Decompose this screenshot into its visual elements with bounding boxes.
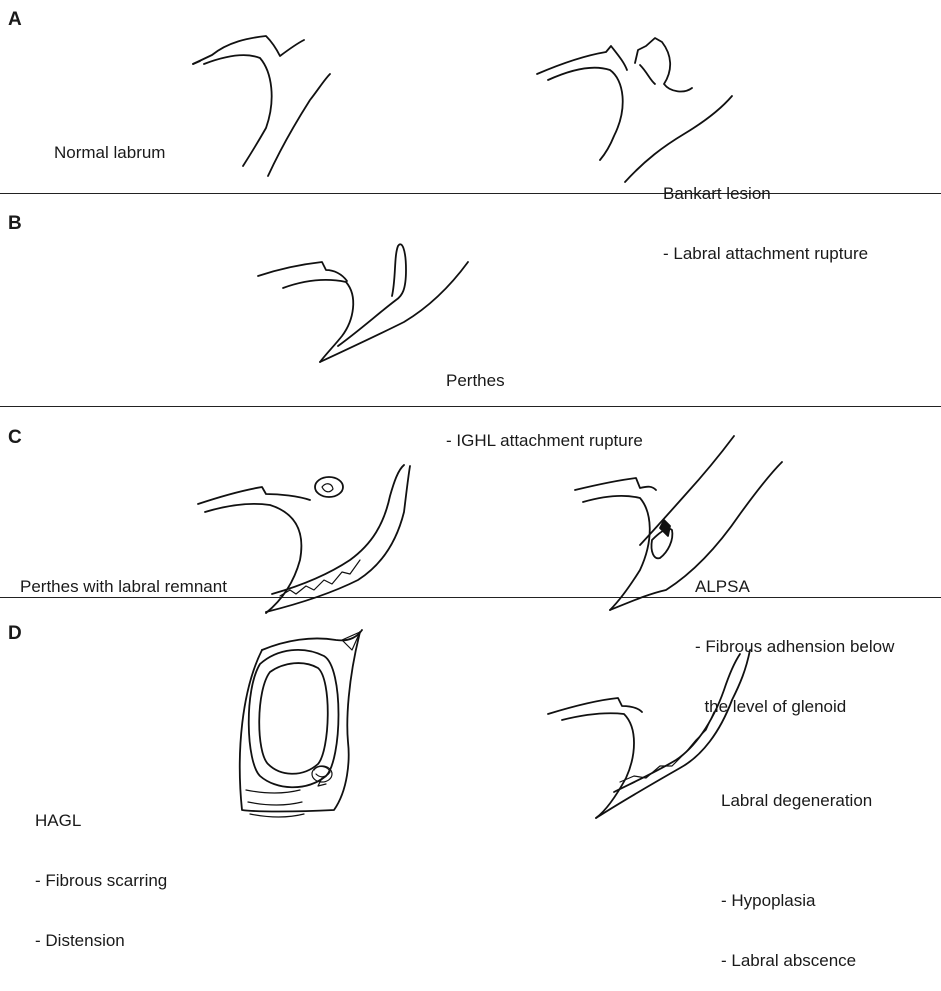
sketch-perthes — [258, 244, 468, 362]
label-line: - Hypoplasia — [721, 891, 872, 911]
label-line: - Distension — [35, 931, 167, 951]
sketch-normal-labrum — [193, 36, 330, 176]
label-line: - Labral abscence — [721, 951, 872, 971]
sketch-perthes-labral-remnant — [198, 465, 410, 613]
sketch-hagl — [240, 630, 362, 817]
sketch-bankart-lesion — [537, 38, 732, 182]
labrum-sketches — [0, 0, 941, 841]
label-line: - Fibrous scarring — [35, 871, 167, 891]
sketch-labral-degeneration — [548, 650, 750, 818]
sketch-alpsa — [575, 436, 782, 610]
